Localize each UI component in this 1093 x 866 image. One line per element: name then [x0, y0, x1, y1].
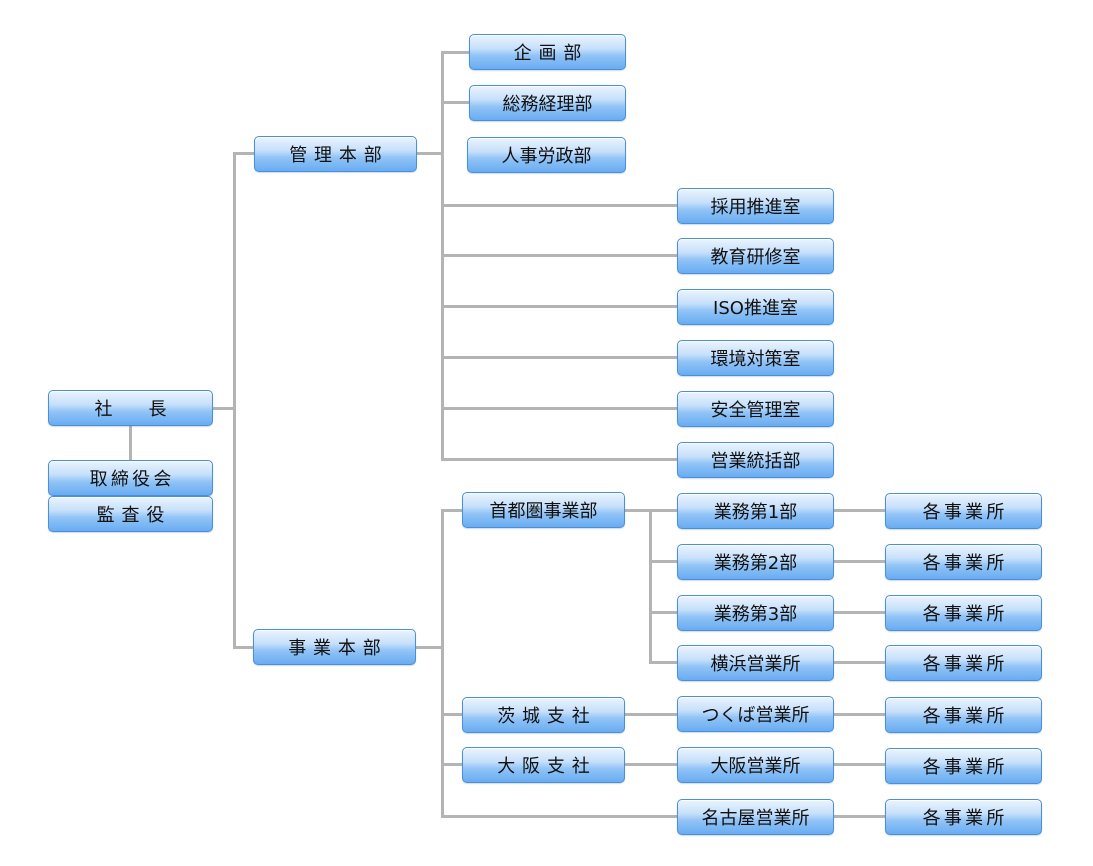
- tsukuba-office-box[interactable]: つくば営業所: [677, 696, 834, 732]
- connector-line: [441, 305, 677, 308]
- connector-line: [233, 646, 254, 649]
- osaka-office-box[interactable]: 大阪営業所: [677, 747, 834, 783]
- connector-line: [833, 611, 885, 614]
- yokohama-office-box[interactable]: 横浜営業所: [677, 645, 834, 681]
- branch-offices-box[interactable]: 各事業所: [885, 799, 1042, 835]
- osaka-branch-box[interactable]: 大阪支社: [462, 747, 625, 783]
- connector-line: [441, 713, 462, 716]
- operations-dept-3-box[interactable]: 業務第3部: [677, 595, 834, 631]
- branch-offices-box[interactable]: 各事業所: [885, 595, 1042, 631]
- branch-offices-box[interactable]: 各事業所: [885, 748, 1042, 784]
- admin-hq-box[interactable]: 管理本部: [254, 136, 417, 172]
- connector-line: [441, 509, 444, 818]
- branch-offices-box[interactable]: 各事業所: [885, 697, 1042, 733]
- connector-line: [649, 509, 652, 664]
- connector-line: [441, 763, 462, 766]
- connector-line: [649, 611, 677, 614]
- connector-line: [233, 152, 254, 155]
- board-of-directors-box[interactable]: 取締役会: [48, 460, 213, 496]
- safety-office-box[interactable]: 安全管理室: [677, 391, 834, 427]
- sales-control-dept-box[interactable]: 営業統括部: [677, 442, 834, 478]
- connector-line: [129, 424, 132, 462]
- recruiting-office-box[interactable]: 採用推進室: [677, 188, 834, 224]
- iso-office-box[interactable]: ISO推進室: [677, 289, 834, 325]
- branch-offices-box[interactable]: 各事業所: [885, 645, 1042, 681]
- branch-offices-box[interactable]: 各事業所: [885, 493, 1042, 529]
- connector-line: [833, 815, 885, 818]
- general-affairs-dept-box[interactable]: 総務経理部: [469, 85, 626, 121]
- connector-line: [625, 713, 677, 716]
- planning-dept-box[interactable]: 企画部: [469, 34, 626, 70]
- connector-line: [441, 407, 677, 410]
- connector-line: [441, 356, 677, 359]
- metro-division-box[interactable]: 首都圏事業部: [462, 492, 625, 528]
- connector-line: [441, 254, 677, 257]
- training-office-box[interactable]: 教育研修室: [677, 238, 834, 274]
- branch-offices-box[interactable]: 各事業所: [885, 544, 1042, 580]
- connector-line: [213, 407, 235, 410]
- operations-dept-1-box[interactable]: 業務第1部: [677, 493, 834, 529]
- connector-line: [441, 101, 469, 104]
- connector-line: [625, 763, 677, 766]
- connector-line: [441, 815, 677, 818]
- president-box[interactable]: 社 長: [48, 390, 213, 426]
- hr-labor-dept-box[interactable]: 人事労政部: [467, 137, 626, 173]
- nagoya-office-box[interactable]: 名古屋営業所: [677, 799, 834, 835]
- connector-line: [233, 152, 236, 649]
- connector-line: [441, 51, 469, 54]
- environment-office-box[interactable]: 環境対策室: [677, 340, 834, 376]
- connector-line: [833, 509, 885, 512]
- connector-line: [649, 661, 677, 664]
- connector-line: [441, 509, 462, 512]
- auditor-box[interactable]: 監査役: [48, 496, 213, 532]
- connector-line: [649, 560, 677, 563]
- operations-dept-2-box[interactable]: 業務第2部: [677, 544, 834, 580]
- connector-line: [441, 458, 677, 461]
- connector-line: [416, 646, 444, 649]
- connector-line: [441, 204, 677, 207]
- connector-line: [833, 661, 885, 664]
- connector-line: [833, 560, 885, 563]
- connector-line: [833, 713, 885, 716]
- connector-line: [417, 152, 444, 155]
- ibaraki-branch-box[interactable]: 茨城支社: [462, 697, 625, 733]
- business-hq-box[interactable]: 事業本部: [253, 629, 416, 665]
- connector-line: [833, 763, 885, 766]
